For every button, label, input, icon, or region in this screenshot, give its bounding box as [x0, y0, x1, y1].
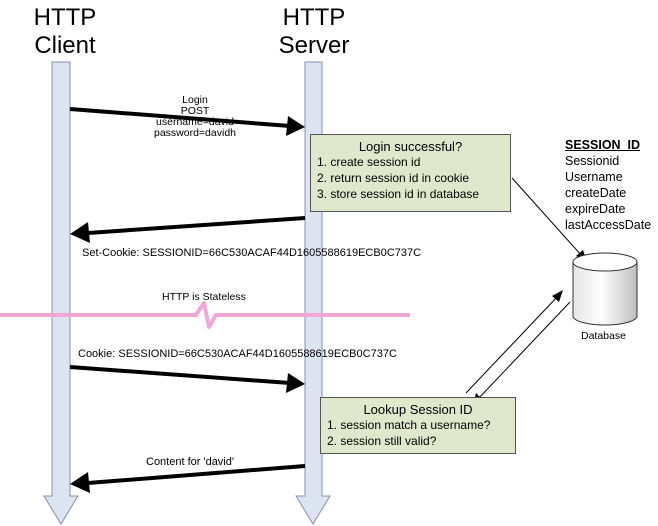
login-message-label: Login POST username=david password=david…	[140, 95, 250, 139]
server-header-line2: Server	[278, 32, 350, 59]
login-successful-box: Login successful? 1. create session id 2…	[310, 134, 511, 212]
lookup-box-step: 1. session match a username?	[327, 418, 491, 432]
cookie-request-arrow	[69, 365, 305, 393]
lookup-database-arrows	[465, 290, 571, 405]
login-message-line: password=davidh	[153, 127, 236, 139]
session-id-table: SESSION_ID Sessionid Username createDate…	[565, 137, 651, 233]
stateless-label: HTTP is Stateless	[162, 291, 246, 303]
lookup-box-step: 2. session still valid?	[327, 434, 437, 448]
lookup-box-title: Lookup Session ID	[363, 402, 473, 417]
session-table-title: SESSION_ID	[565, 138, 641, 152]
session-field: lastAccessDate	[565, 218, 652, 232]
set-cookie-arrow	[70, 216, 306, 243]
login-message-line: username=david	[156, 116, 234, 128]
login-box-step: 3. store session id in database	[317, 187, 480, 201]
login-box-step: 1. create session id	[317, 155, 421, 169]
database-label: Database	[581, 330, 626, 342]
login-box-title: Login successful?	[358, 139, 463, 154]
client-lifeline	[43, 61, 79, 525]
client-header: HTTP Client	[15, 4, 115, 60]
login-message-line: POST	[180, 105, 210, 117]
client-header-line2: Client	[34, 32, 96, 59]
set-cookie-message: Set-Cookie: SESSIONID=66C530ACAF44D16055…	[82, 247, 422, 259]
session-field: Username	[565, 170, 623, 184]
cookie-message: Cookie: SESSIONID=66C530ACAF44D160558861…	[78, 348, 397, 360]
content-message: Content for 'david'	[146, 456, 234, 468]
database-cylinder-icon	[572, 252, 638, 326]
server-header-line1: HTTP	[282, 4, 346, 31]
session-field: createDate	[565, 186, 627, 200]
login-message-line: Login	[182, 94, 208, 106]
server-lifeline	[295, 61, 331, 525]
server-header: HTTP Server	[264, 4, 364, 60]
lookup-session-box: Lookup Session ID 1. session match a use…	[320, 397, 516, 454]
client-header-line1: HTTP	[33, 4, 97, 31]
session-field: Sessionid	[565, 154, 620, 168]
login-box-step: 2. return session id in cookie	[317, 171, 470, 185]
content-response-arrow	[70, 464, 306, 493]
login-request-arrow	[69, 107, 305, 136]
session-field: expireDate	[565, 202, 626, 216]
stateless-separator	[0, 301, 410, 329]
